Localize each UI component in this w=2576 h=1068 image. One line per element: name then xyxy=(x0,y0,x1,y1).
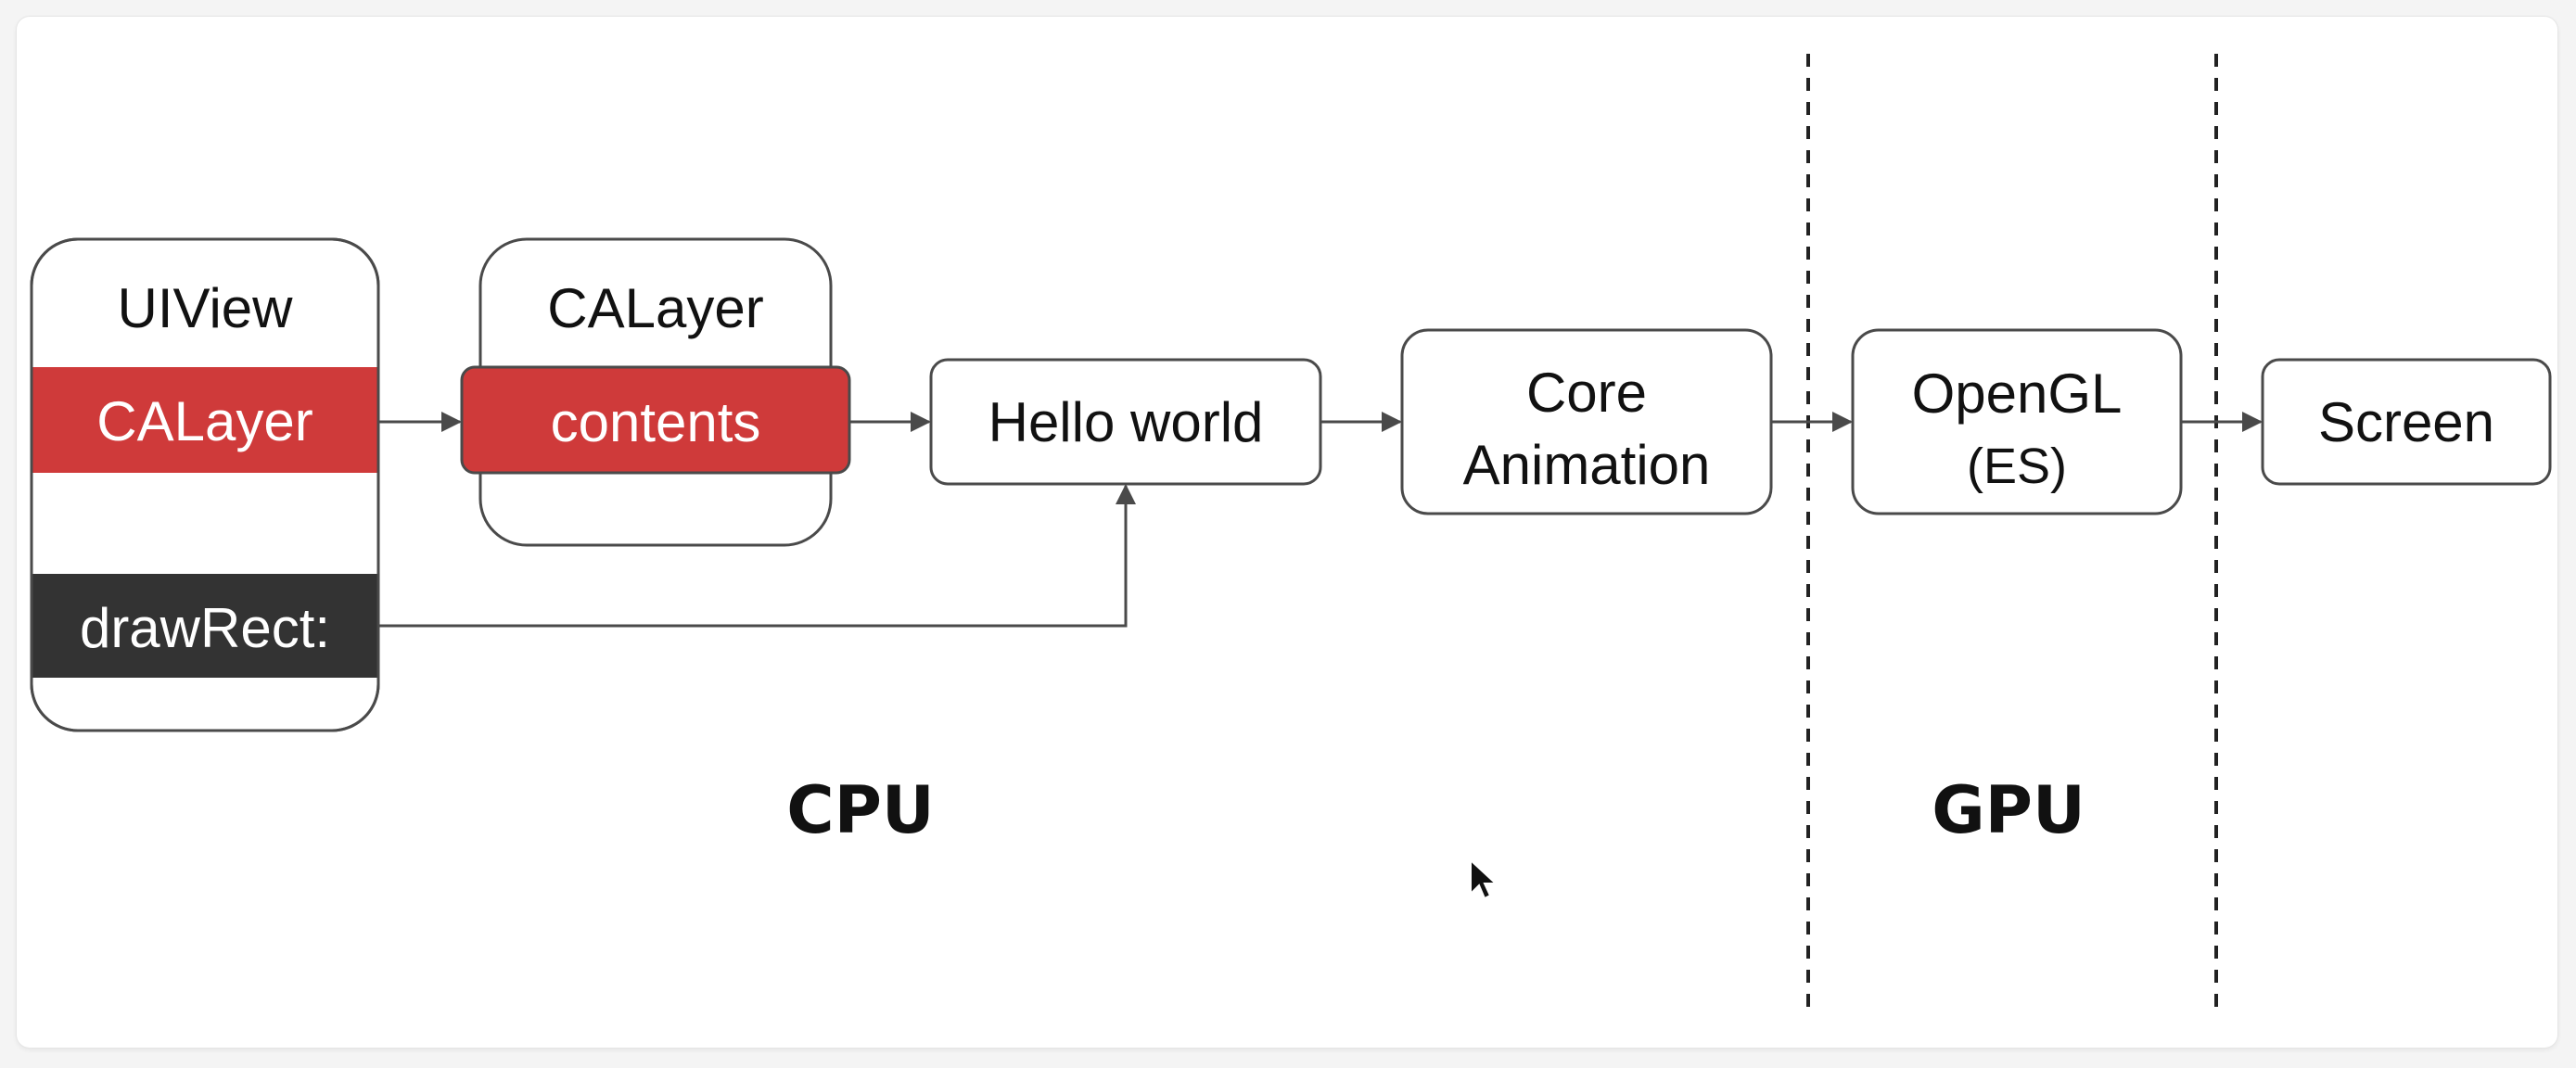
contents-box xyxy=(460,365,851,475)
drawrect-label: drawRect: xyxy=(80,597,330,659)
mouse-cursor-icon xyxy=(1470,858,1498,900)
core-animation-line1: Core xyxy=(1526,362,1647,424)
pipeline-diagram: UIView CALayer drawRect: CALayer content… xyxy=(30,54,2552,1018)
uiview-box: UIView CALayer drawRect: xyxy=(30,237,380,732)
screen-box: Screen xyxy=(2261,358,2552,486)
core-animation-line2: Animation xyxy=(1463,434,1711,496)
arrow-drawrect-to-hello-world xyxy=(378,484,1136,628)
hello-world-box: Hello world xyxy=(929,358,1322,486)
hello-world-label: Hello world xyxy=(988,391,1264,453)
opengl-box: OpenGL (ES) xyxy=(1851,328,2183,515)
cpu-region-label: CPU xyxy=(786,772,935,848)
uiview-calayer-label: CALayer xyxy=(96,390,312,452)
calayer-title: CALayer xyxy=(547,277,763,339)
gpu-region-label: GPU xyxy=(1932,772,2085,848)
diagram-canvas: UIView CALayer drawRect: CALayer content… xyxy=(17,17,2557,1048)
uiview-calayer-band xyxy=(32,367,378,473)
screen-label: Screen xyxy=(2318,391,2494,453)
core-animation-box: Core Animation xyxy=(1400,328,1773,515)
contents-label: contents xyxy=(551,391,761,453)
opengl-line2: (ES) xyxy=(1967,439,2067,494)
opengl-line1: OpenGL xyxy=(1912,362,2123,425)
uiview-title: UIView xyxy=(118,277,294,339)
uiview-drawrect-band xyxy=(32,574,378,678)
calayer-box: CALayer contents xyxy=(460,237,851,547)
